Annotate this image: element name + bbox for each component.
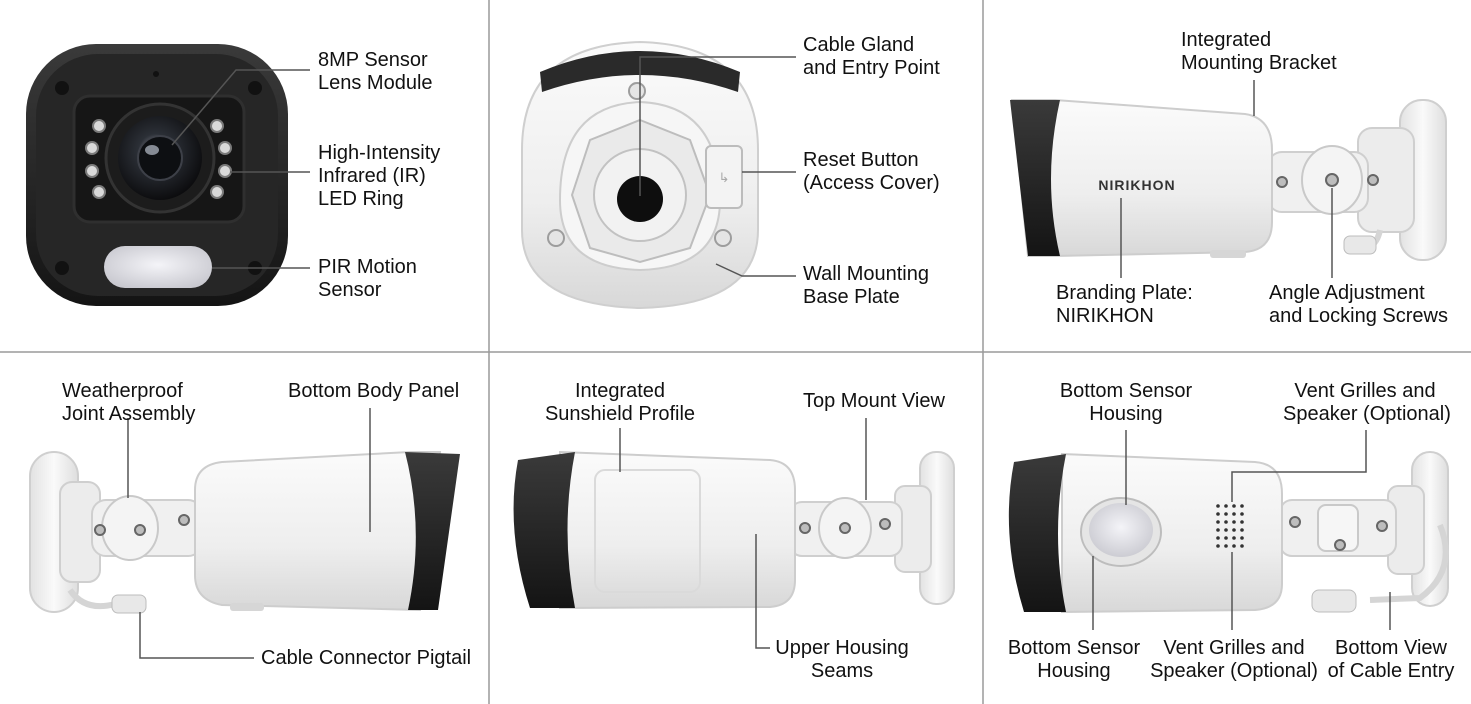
label-cable-gland: Cable Gland and Entry Point <box>803 34 940 79</box>
label-locking-screws: Angle Adjustment and Locking Screws <box>1269 282 1448 327</box>
label-lens-module: 8MP Sensor Lens Module <box>318 49 433 94</box>
top-view-camera <box>513 450 955 610</box>
bottom-view-camera <box>1008 451 1449 614</box>
label-reset-button: Reset Button (Access Cover) <box>803 149 940 194</box>
branding-plate-text: NIRIKHON <box>1098 177 1175 193</box>
rear-view-camera: ↳ <box>521 40 759 310</box>
label-upper-housing-seams: Upper Housing Seams <box>775 637 909 682</box>
label-bottom-sensor-top: Bottom Sensor Housing <box>1059 380 1193 425</box>
label-ir-led-ring: High-Intensity Infrared (IR) LED Ring <box>318 142 441 210</box>
vent-grille-dots <box>1216 504 1244 548</box>
label-cable-pigtail: Cable Connector Pigtail <box>261 647 472 669</box>
front-view-camera <box>26 44 288 306</box>
label-cable-entry: Bottom View of Cable Entry <box>1327 637 1455 682</box>
label-sunshield-profile: Integrated Sunshield Profile <box>544 380 696 425</box>
svg-text:↳: ↳ <box>719 170 730 185</box>
label-pir-sensor: PIR Motion Sensor <box>318 256 417 301</box>
label-bottom-sensor-bottom: Bottom Sensor Housing <box>1007 637 1141 682</box>
leader-lines <box>127 56 1391 659</box>
label-weatherproof-joint: Weatherproof Joint Assembly <box>62 380 196 425</box>
label-top-mount-view: Top Mount View <box>803 390 945 412</box>
label-vent-grilles-bottom: Vent Grilles and Speaker (Optional) <box>1150 637 1318 682</box>
label-vent-grilles-top: Vent Grilles and Speaker (Optional) <box>1283 380 1451 425</box>
label-bottom-body-panel: Bottom Body Panel <box>288 380 460 402</box>
side-view-left-camera <box>29 451 460 614</box>
side-view-right-camera: NIRIKHON <box>1010 99 1447 261</box>
label-branding-plate: Branding Plate: NIRIKHON <box>1056 282 1193 327</box>
label-mounting-bracket: Integrated Mounting Bracket <box>1181 29 1337 74</box>
label-wall-base-plate: Wall Mounting Base Plate <box>803 263 929 308</box>
